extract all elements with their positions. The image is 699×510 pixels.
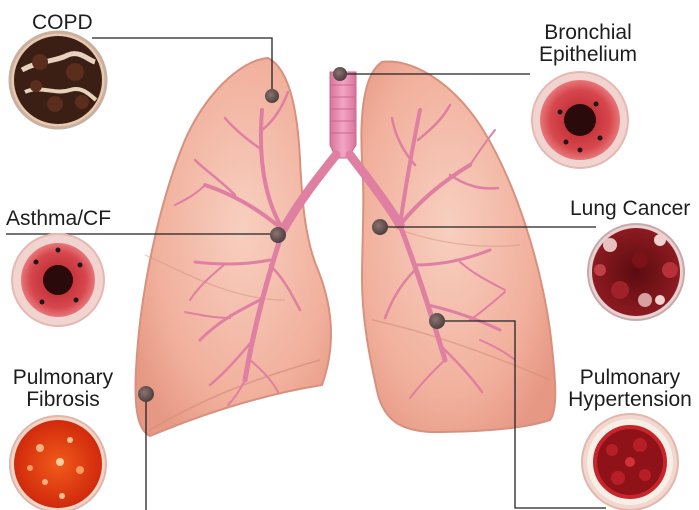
label-lung-cancer: Lung Cancer xyxy=(570,198,690,220)
marker-pulm-hypertension xyxy=(429,313,445,329)
marker-copd xyxy=(265,89,279,103)
lung-cancer-image xyxy=(588,224,684,320)
pulmonary-hypertension-image xyxy=(582,414,678,510)
label-bronchial-epithelium: Bronchial Epithelium xyxy=(530,22,646,66)
label-asthma-cf: Asthma/CF xyxy=(6,208,111,230)
label-copd: COPD xyxy=(32,12,93,34)
marker-asthma xyxy=(270,227,286,243)
trachea xyxy=(330,72,356,158)
marker-lung-cancer xyxy=(372,219,388,235)
label-pulmonary-hypertension: Pulmonary Hypertension xyxy=(562,367,698,411)
pulmonary-fibrosis-image xyxy=(10,416,106,510)
marker-bronchial xyxy=(333,67,347,81)
asthma-cf-image xyxy=(12,234,104,326)
label-pulmonary-fibrosis: Pulmonary Fibrosis xyxy=(8,367,118,411)
right-lung xyxy=(361,62,555,432)
copd-tissue-image xyxy=(10,32,106,128)
marker-pulm-fibrosis xyxy=(138,386,154,402)
left-lung xyxy=(136,58,331,436)
bronchial-epithelium-image xyxy=(532,72,628,168)
